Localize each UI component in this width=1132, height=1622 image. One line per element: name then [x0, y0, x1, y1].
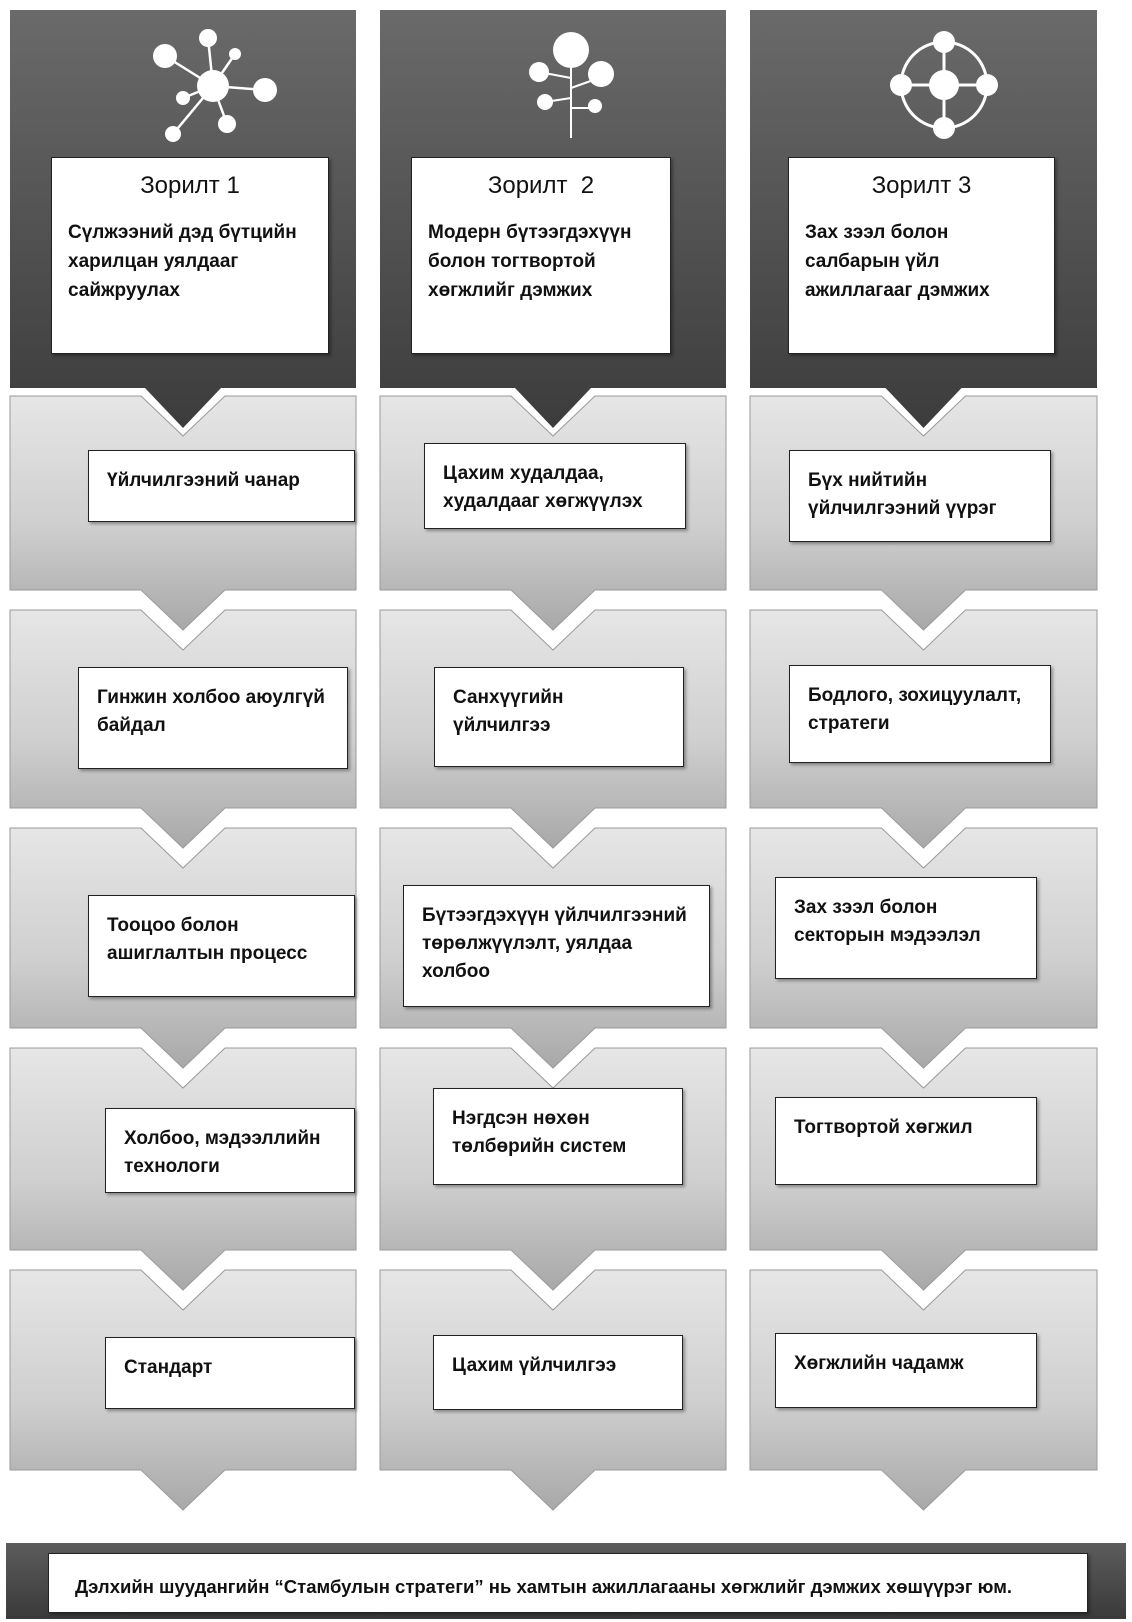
column-1-item-5: Стандарт — [105, 1337, 355, 1409]
column-1-item-1: Үйлчилгээний чанар — [88, 450, 355, 522]
column-1-item-4: Холбоо, мэдээллийн технологи — [105, 1108, 355, 1193]
crosshair-circle-icon — [890, 31, 998, 139]
column-3-item-5: Хөгжлийн чадамж — [775, 1333, 1037, 1408]
column-2-title: Зорилт 2 — [487, 172, 595, 199]
column-3-item-2: Бодлого, зохицуулалт, стратеги — [789, 665, 1051, 763]
column-3-description: Зах зээл болон салбарын үйл ажиллагааг д… — [805, 222, 990, 301]
column-3-item-3: Зах зээл болон секторын мэдээлэл — [775, 877, 1037, 979]
column-3-item-4: Тогтвортой хөгжил — [775, 1097, 1037, 1185]
footer-statement: Дэлхийн шуудангийн “Стамбулын стратеги” … — [48, 1553, 1088, 1613]
column-2-item-3: Бүтээгдэхүүн үйлчилгээний төрөлжүүлэлт, … — [403, 885, 710, 1007]
network-molecule-icon — [153, 29, 277, 142]
tree-nodes-icon — [529, 32, 614, 138]
column-2-item-2: Санхүүгийн үйлчилгээ — [434, 667, 684, 767]
column-1-item-2: Гинжин холбоо аюулгүй байдал — [78, 667, 348, 769]
column-3-header-card: Зорилт 3 Зах зээл болон салбарын үйл ажи… — [788, 157, 1055, 354]
column-2-description: Модерн бүтээгдэхүүн болон тогтвортой хөг… — [428, 222, 632, 301]
column-1-header-card: Зорилт 1 Сүлжээний дэд бүтцийн харилцан … — [51, 157, 329, 354]
column-2-item-1: Цахим худалдаа, худалдааг хөгжүүлэх — [424, 443, 686, 529]
column-2-item-4: Нэгдсэн нөхөн төлбөрийн систем — [433, 1088, 683, 1185]
column-1-title: Зорилт 1 — [140, 172, 240, 199]
column-1-description: Сүлжээний дэд бүтцийн харилцан уялдааг с… — [68, 222, 297, 301]
column-3-item-1: Бүх нийтийн үйлчилгээний үүрэг — [789, 450, 1051, 542]
column-2-header-card: Зорилт 2 Модерн бүтээгдэхүүн болон тогтв… — [411, 157, 671, 354]
column-2-item-5: Цахим үйлчилгээ — [433, 1335, 683, 1410]
column-1-item-3: Тооцоо болон ашиглалтын процесс — [88, 895, 355, 997]
column-3-title: Зорилт 3 — [871, 172, 972, 199]
